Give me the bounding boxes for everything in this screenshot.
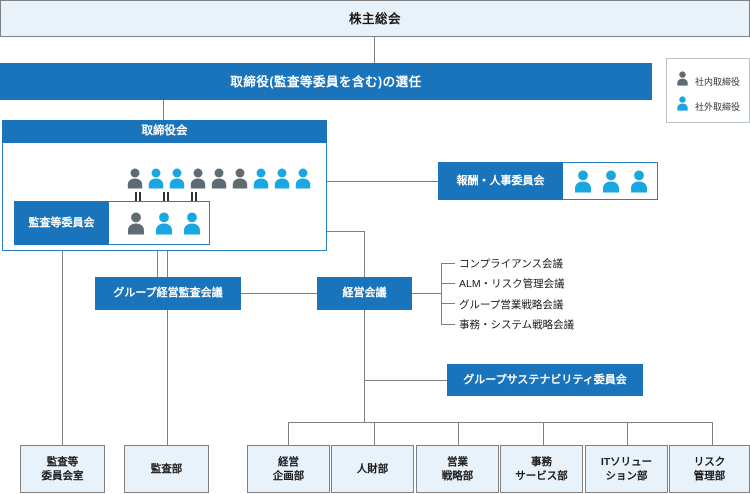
department-label-line1: 監査部 xyxy=(150,462,183,475)
department-label-line1: 人財部 xyxy=(356,462,389,475)
director-election-bar: 取締役(監査等委員を含む)の選任 xyxy=(0,63,652,100)
department-label-line1: リスク xyxy=(693,455,726,468)
department-drop-6 xyxy=(712,422,713,445)
legend-item-outside: 社外取締役 xyxy=(676,96,740,116)
board-member-icon xyxy=(168,168,186,194)
department-label-line2: 戦略部 xyxy=(441,470,474,482)
board-member-icon xyxy=(252,168,270,194)
conference-branch-2 xyxy=(441,283,455,284)
conference-list-item: 事務・システム戦略会議 xyxy=(459,318,575,331)
department-box: 経営企画部 xyxy=(247,445,330,493)
department-label-line1: 営業 xyxy=(447,455,468,468)
conference-branch-1 xyxy=(441,263,455,264)
legend-label-outside: 社外取締役 xyxy=(695,101,741,112)
compensation-committee-header: 報酬・人事委員会 xyxy=(438,162,563,200)
audit-link-bar-1a xyxy=(135,192,137,206)
connector-election-to-board xyxy=(163,100,164,120)
compensation-committee-member-icon xyxy=(601,170,621,198)
board-member-icon xyxy=(210,168,228,194)
board-of-directors-header: 取締役会 xyxy=(2,120,327,143)
department-drop-4 xyxy=(543,422,544,445)
board-member-icon xyxy=(126,168,144,194)
connector-board-inner-to-group-audit xyxy=(167,251,168,277)
audit-committee-member-icon xyxy=(154,212,174,240)
connector-group-audit-to-audit-dept xyxy=(167,310,168,445)
person-icon xyxy=(676,96,689,116)
compensation-committee-member-icon xyxy=(629,170,649,198)
connector-shareholders-to-election xyxy=(374,37,375,63)
department-box: 監査部 xyxy=(124,445,209,493)
board-member-icon xyxy=(294,168,312,194)
audit-committee-member-icon xyxy=(182,212,202,240)
department-box: 事務サービス部 xyxy=(500,445,583,493)
department-drop-1 xyxy=(288,422,289,445)
department-drop-2 xyxy=(374,422,375,445)
audit-committee-member-icon xyxy=(126,212,146,240)
department-trunk xyxy=(288,422,712,423)
legend-item-inside: 社内取締役 xyxy=(676,71,740,91)
legend-label-inside: 社内取締役 xyxy=(695,76,741,87)
audit-committee-header: 監査等委員会 xyxy=(14,201,109,245)
department-label-line1: 事務 xyxy=(531,455,552,468)
audit-link-bar-3b xyxy=(195,192,197,206)
group-management-audit-meeting-box: グループ経営監査会議 xyxy=(95,277,241,310)
department-box: リスク管理部 xyxy=(669,445,750,493)
management-meeting-box: 経営会議 xyxy=(317,277,412,310)
connector-audit-to-office xyxy=(62,245,63,445)
conference-list-item: ALM・リスク管理会議 xyxy=(459,278,565,291)
department-drop-3 xyxy=(458,422,459,445)
audit-link-bar-1b xyxy=(139,192,141,206)
audit-link-bar-3a xyxy=(191,192,193,206)
connector-board-right-stub xyxy=(327,231,365,232)
connector-management-to-conference-trunk xyxy=(412,293,441,294)
conference-trunk-vertical xyxy=(441,263,442,324)
board-member-icon xyxy=(273,168,291,194)
conference-branch-3 xyxy=(441,303,455,304)
conference-list-item: グループ営業戦略会議 xyxy=(459,298,564,311)
department-label-line1: 経営 xyxy=(278,455,299,468)
department-label-line2: 企画部 xyxy=(272,470,305,482)
department-box: 監査等委員会室 xyxy=(20,445,105,493)
conference-branch-4 xyxy=(441,324,455,325)
connector-board-to-compensation xyxy=(327,181,438,182)
audit-link-bar-2a xyxy=(163,192,165,206)
department-label-line2: 管理部 xyxy=(693,470,726,482)
department-label-line1: ITソリュー xyxy=(600,455,653,468)
board-member-icon xyxy=(189,168,207,194)
department-box: ITソリューション部 xyxy=(585,445,668,493)
board-member-icon xyxy=(147,168,165,194)
department-box: 人財部 xyxy=(331,445,414,493)
shareholders-meeting-box: 株主総会 xyxy=(0,0,750,37)
department-label-line2: 委員会室 xyxy=(41,470,84,482)
person-icon xyxy=(676,71,689,91)
connector-board-to-management-vertical xyxy=(364,231,365,277)
compensation-committee-member-icon xyxy=(573,170,593,198)
department-label-line1: 監査等 xyxy=(46,455,79,468)
legend: 社内取締役 社外取締役 xyxy=(666,58,750,123)
department-box: 営業戦略部 xyxy=(416,445,499,493)
connector-management-down xyxy=(364,310,365,422)
department-drop-5 xyxy=(627,422,628,445)
group-sustainability-committee-box: グループサステナビリティ委員会 xyxy=(447,364,643,396)
connector-management-to-sustainability xyxy=(364,380,447,381)
connector-audit-to-group-audit-meeting xyxy=(157,245,158,277)
department-label-line2: サービス部 xyxy=(515,470,568,482)
audit-link-bar-2b xyxy=(167,192,169,206)
board-member-icon xyxy=(231,168,249,194)
conference-list-item: コンプライアンス会議 xyxy=(459,258,564,270)
connector-group-audit-to-management xyxy=(241,293,317,294)
department-label-line2: ション部 xyxy=(605,470,648,482)
